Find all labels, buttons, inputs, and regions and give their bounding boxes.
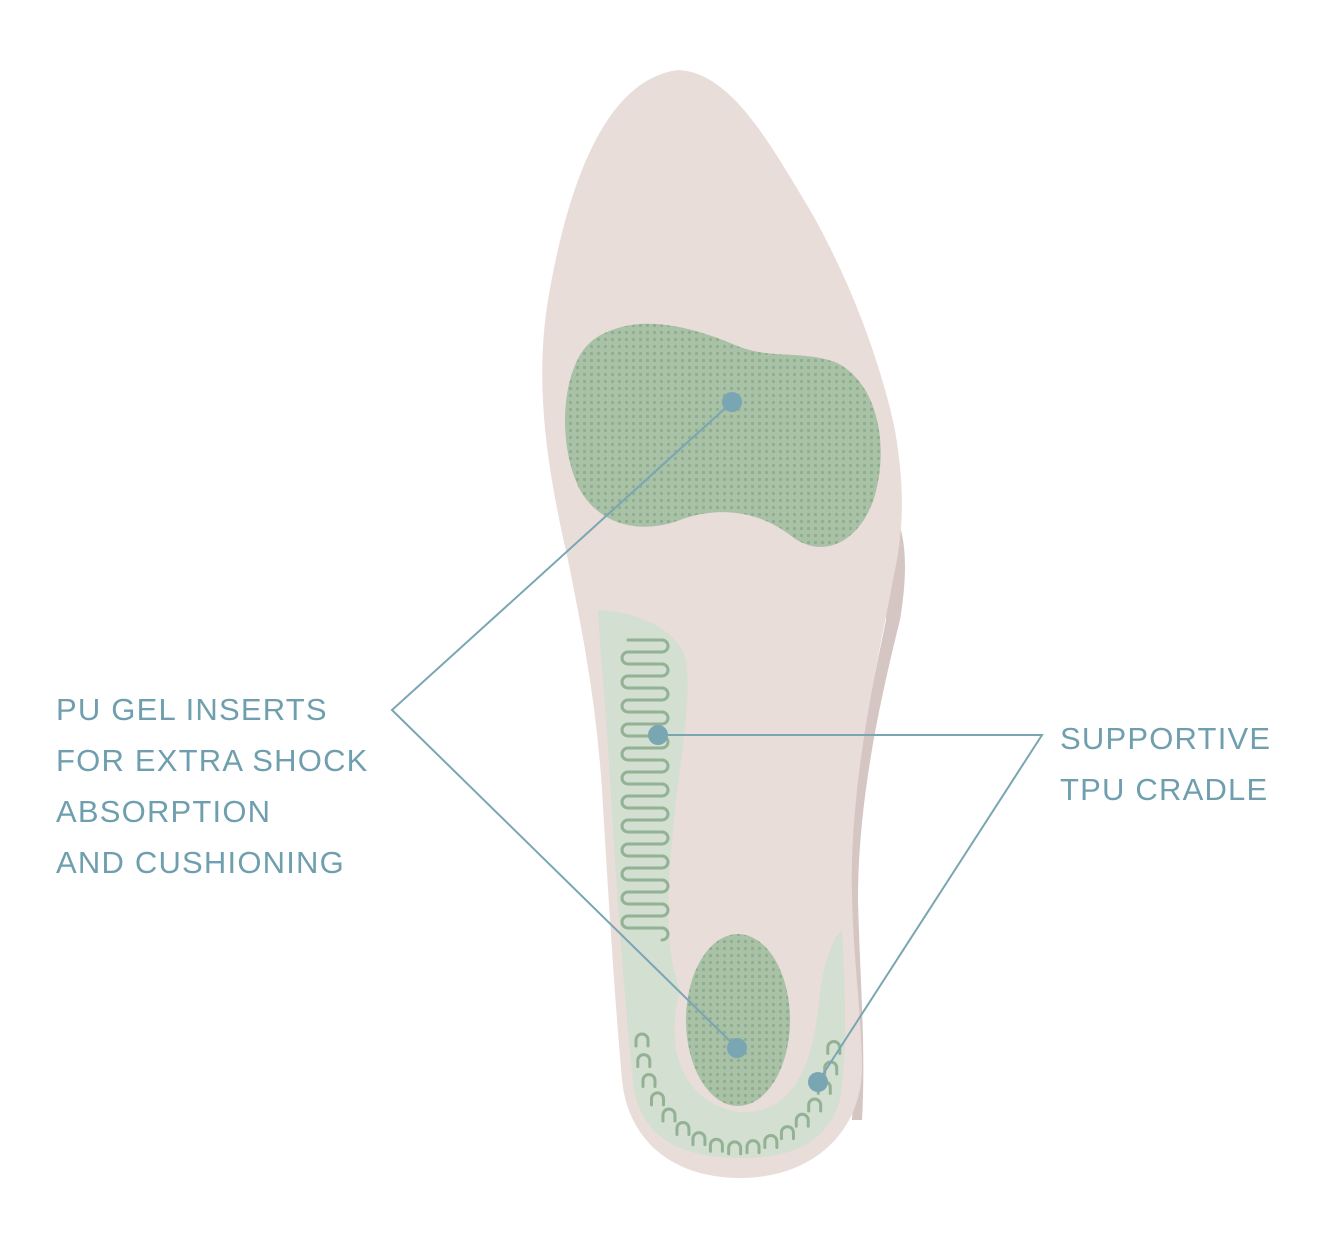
cradle-wave-loop [779, 1125, 795, 1141]
cradle-wave-loop [649, 1091, 665, 1107]
gel-inserts-label: PU GEL INSERTS FOR EXTRA SHOCK ABSORPTIO… [56, 684, 369, 888]
forefoot-callout-dot [722, 392, 742, 412]
cradle-wave-loop [794, 1112, 810, 1128]
cradle-wave-loop [691, 1131, 707, 1147]
cradle-wave-loop [763, 1134, 779, 1149]
tpu-cradle-label: SUPPORTIVE TPU CRADLE [1060, 713, 1271, 815]
cradle-wave-loop [727, 1140, 743, 1156]
cradle-wave-loop [745, 1139, 761, 1155]
tpu-callout-line [658, 734, 1044, 1083]
tpu-cradle-label-line: SUPPORTIVE [1060, 721, 1272, 756]
gel-inserts-label-line: ABSORPTION [56, 794, 272, 829]
gel-inserts-label-line: PU GEL INSERTS [56, 692, 328, 727]
heel-gel-pad [686, 934, 790, 1106]
cradle-wave-loop [636, 1053, 652, 1069]
heel-cradle-callout-dot [808, 1072, 828, 1092]
cradle-wave-loop [708, 1137, 724, 1153]
cradle-wave-loop [634, 1032, 650, 1048]
cradle-wave-arch [620, 638, 670, 942]
insole-side-wall [846, 500, 905, 1120]
gel-callout-line [390, 401, 738, 1049]
cradle-wave-loop [807, 1097, 823, 1113]
callout-dots [648, 392, 828, 1092]
forefoot-gel-pad [565, 323, 881, 547]
cradle-wave-loop [675, 1120, 691, 1136]
gel-inserts-label-line: AND CUSHIONING [56, 845, 345, 880]
cradle-wave-pattern [620, 638, 842, 1156]
callout-lines [390, 401, 1044, 1083]
arch-callout-dot [648, 725, 668, 745]
gel-inserts-label-line: FOR EXTRA SHOCK [56, 743, 369, 778]
tpu-cradle-label-line: TPU CRADLE [1060, 772, 1269, 807]
cradle-wave-loop [641, 1072, 657, 1088]
heel-callout-dot [727, 1038, 747, 1058]
cradle-wave-loop [661, 1107, 677, 1123]
